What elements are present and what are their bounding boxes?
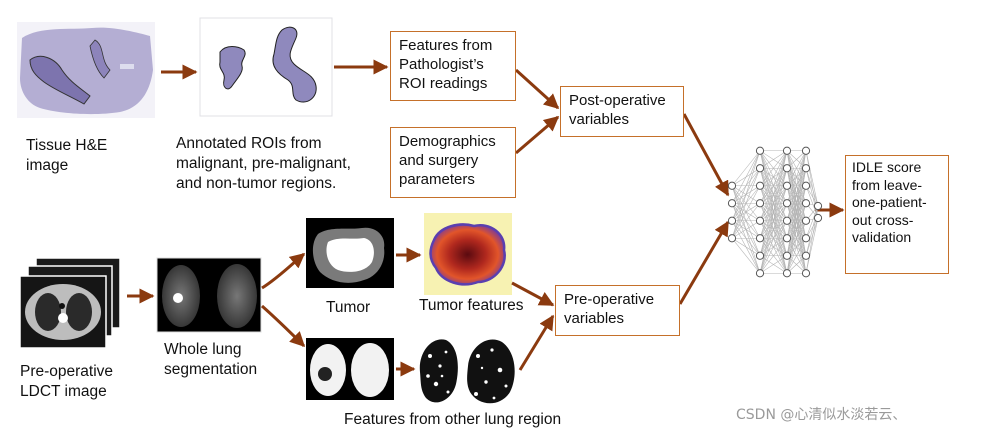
nn-edge <box>731 238 761 274</box>
nn-edge <box>759 150 788 186</box>
nn-node <box>727 216 737 225</box>
annotated-rois-thumbnail <box>199 17 333 117</box>
lung-region-mask-thumbnail <box>306 338 394 400</box>
nn-node <box>782 199 792 208</box>
flow-arrows <box>127 59 845 377</box>
nn-edge <box>759 150 788 204</box>
nn-node <box>782 234 792 243</box>
nn-edge <box>805 168 819 207</box>
nn-node <box>755 164 765 173</box>
nn-edge <box>805 217 819 274</box>
nn-edge <box>759 150 788 274</box>
nn-edge <box>731 150 761 204</box>
nn-edge <box>786 150 807 274</box>
caption-whole-lung: Whole lung segmentation <box>164 341 258 378</box>
nn-edge <box>805 217 819 256</box>
nn-edge <box>786 150 807 186</box>
nn-edge <box>759 185 788 274</box>
nn-edge <box>786 150 807 239</box>
nn-node <box>755 216 765 225</box>
nn-edge <box>731 185 761 239</box>
lung-region-features-thumbnail <box>419 339 515 404</box>
nn-node <box>782 269 792 278</box>
tumor-mask-thumbnail <box>306 218 394 288</box>
nn-node <box>801 269 811 278</box>
nn-node <box>782 164 792 173</box>
box-pre-operative: Pre-operative variables <box>555 285 680 336</box>
nn-edge <box>759 255 788 274</box>
nn-edge <box>731 220 761 239</box>
caption-annotated-rois: Annotated ROIs from malignant, pre-malig… <box>176 135 351 192</box>
nn-edge <box>759 220 788 274</box>
nn-node <box>755 269 765 278</box>
nn-node <box>801 199 811 208</box>
nn-edge <box>759 150 788 256</box>
tissue-he-thumbnail <box>17 22 155 118</box>
nn-edge <box>759 150 788 221</box>
nn-edge <box>786 203 807 274</box>
nn-node <box>782 216 792 225</box>
whole-lung-thumbnail <box>156 257 262 333</box>
nn-edge <box>786 150 807 221</box>
nn-edge <box>731 168 761 239</box>
nn-node <box>755 234 765 243</box>
nn-edge <box>731 237 761 257</box>
nn-node <box>727 199 737 208</box>
nn-edge <box>759 238 788 274</box>
nn-edge <box>805 185 819 219</box>
caption-tissue-he: Tissue H&E image <box>26 137 108 174</box>
nn-edge <box>805 168 819 219</box>
nn-node <box>782 146 792 155</box>
nn-node <box>755 146 765 155</box>
nn-node <box>801 216 811 225</box>
nn-edge <box>786 150 807 169</box>
tumor-features-thumbnail <box>424 213 512 295</box>
nn-node <box>727 234 737 243</box>
caption-tumor-features: Tumor features <box>419 297 524 314</box>
nn-node <box>727 181 737 190</box>
caption-tumor: Tumor <box>326 299 371 316</box>
nn-node <box>801 234 811 243</box>
nn-edge <box>786 255 807 274</box>
nn-edge <box>805 150 819 207</box>
nn-edge <box>786 150 807 204</box>
nn-node <box>801 181 811 190</box>
box-pathologist-features: Features from Pathologist’s ROI readings <box>390 31 516 101</box>
nn-edge <box>759 168 788 274</box>
watermark: CSDN @心清似水淡若云、 <box>736 407 907 423</box>
nn-edge <box>759 150 788 169</box>
nn-edge <box>731 150 761 186</box>
nn-edge <box>805 205 819 239</box>
nn-edge <box>805 205 819 256</box>
nn-node <box>782 251 792 260</box>
nn-node <box>801 251 811 260</box>
nn-edge <box>786 238 807 274</box>
neural-network-graphic <box>727 146 823 278</box>
caption-ldct: Pre-operative LDCT image <box>20 363 114 400</box>
nn-edge <box>786 220 807 274</box>
nn-node <box>755 181 765 190</box>
caption-other-region: Features from other lung region <box>344 411 562 428</box>
nn-node <box>782 181 792 190</box>
box-idle-score: IDLE score from leave-one-patient-out cr… <box>845 155 949 274</box>
nn-node <box>813 201 823 211</box>
nn-edge <box>731 150 761 239</box>
nn-node <box>755 199 765 208</box>
nn-node <box>801 146 811 155</box>
nn-edge <box>759 203 788 274</box>
nn-node <box>755 251 765 260</box>
nn-edge <box>731 203 761 239</box>
nn-edge <box>786 185 807 274</box>
nn-node <box>801 164 811 173</box>
box-post-operative: Post-operative variables <box>560 86 684 137</box>
nn-edge <box>759 150 788 239</box>
nn-node <box>813 213 823 223</box>
ldct-stack-thumbnail <box>19 257 121 349</box>
nn-edge <box>731 150 761 221</box>
box-demographics: Demographics and surgery parameters <box>390 127 516 198</box>
